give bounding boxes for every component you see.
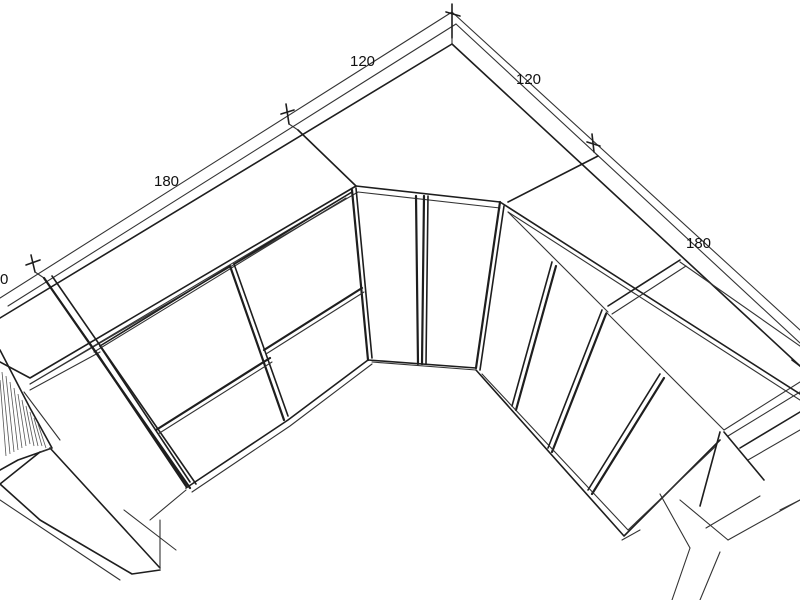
dimension-lines: [0, 3, 800, 367]
corner-section: [371, 194, 505, 371]
hatch-pattern: [0, 371, 47, 457]
dimension-label-left-180: 180: [154, 173, 179, 190]
dimension-ticks: [25, 3, 800, 367]
dimension-label-right-180: 180: [686, 235, 711, 252]
right-run: [475, 211, 800, 600]
cabinet-top: [0, 43, 800, 401]
left-end-piece: [0, 349, 177, 581]
dimension-label-left-partial: 0: [0, 271, 8, 288]
dimension-label-top-right-120: 120: [516, 71, 541, 88]
floor-lines: [149, 489, 641, 541]
left-run: [29, 187, 477, 493]
dimension-label-top-left-120: 120: [350, 53, 375, 70]
